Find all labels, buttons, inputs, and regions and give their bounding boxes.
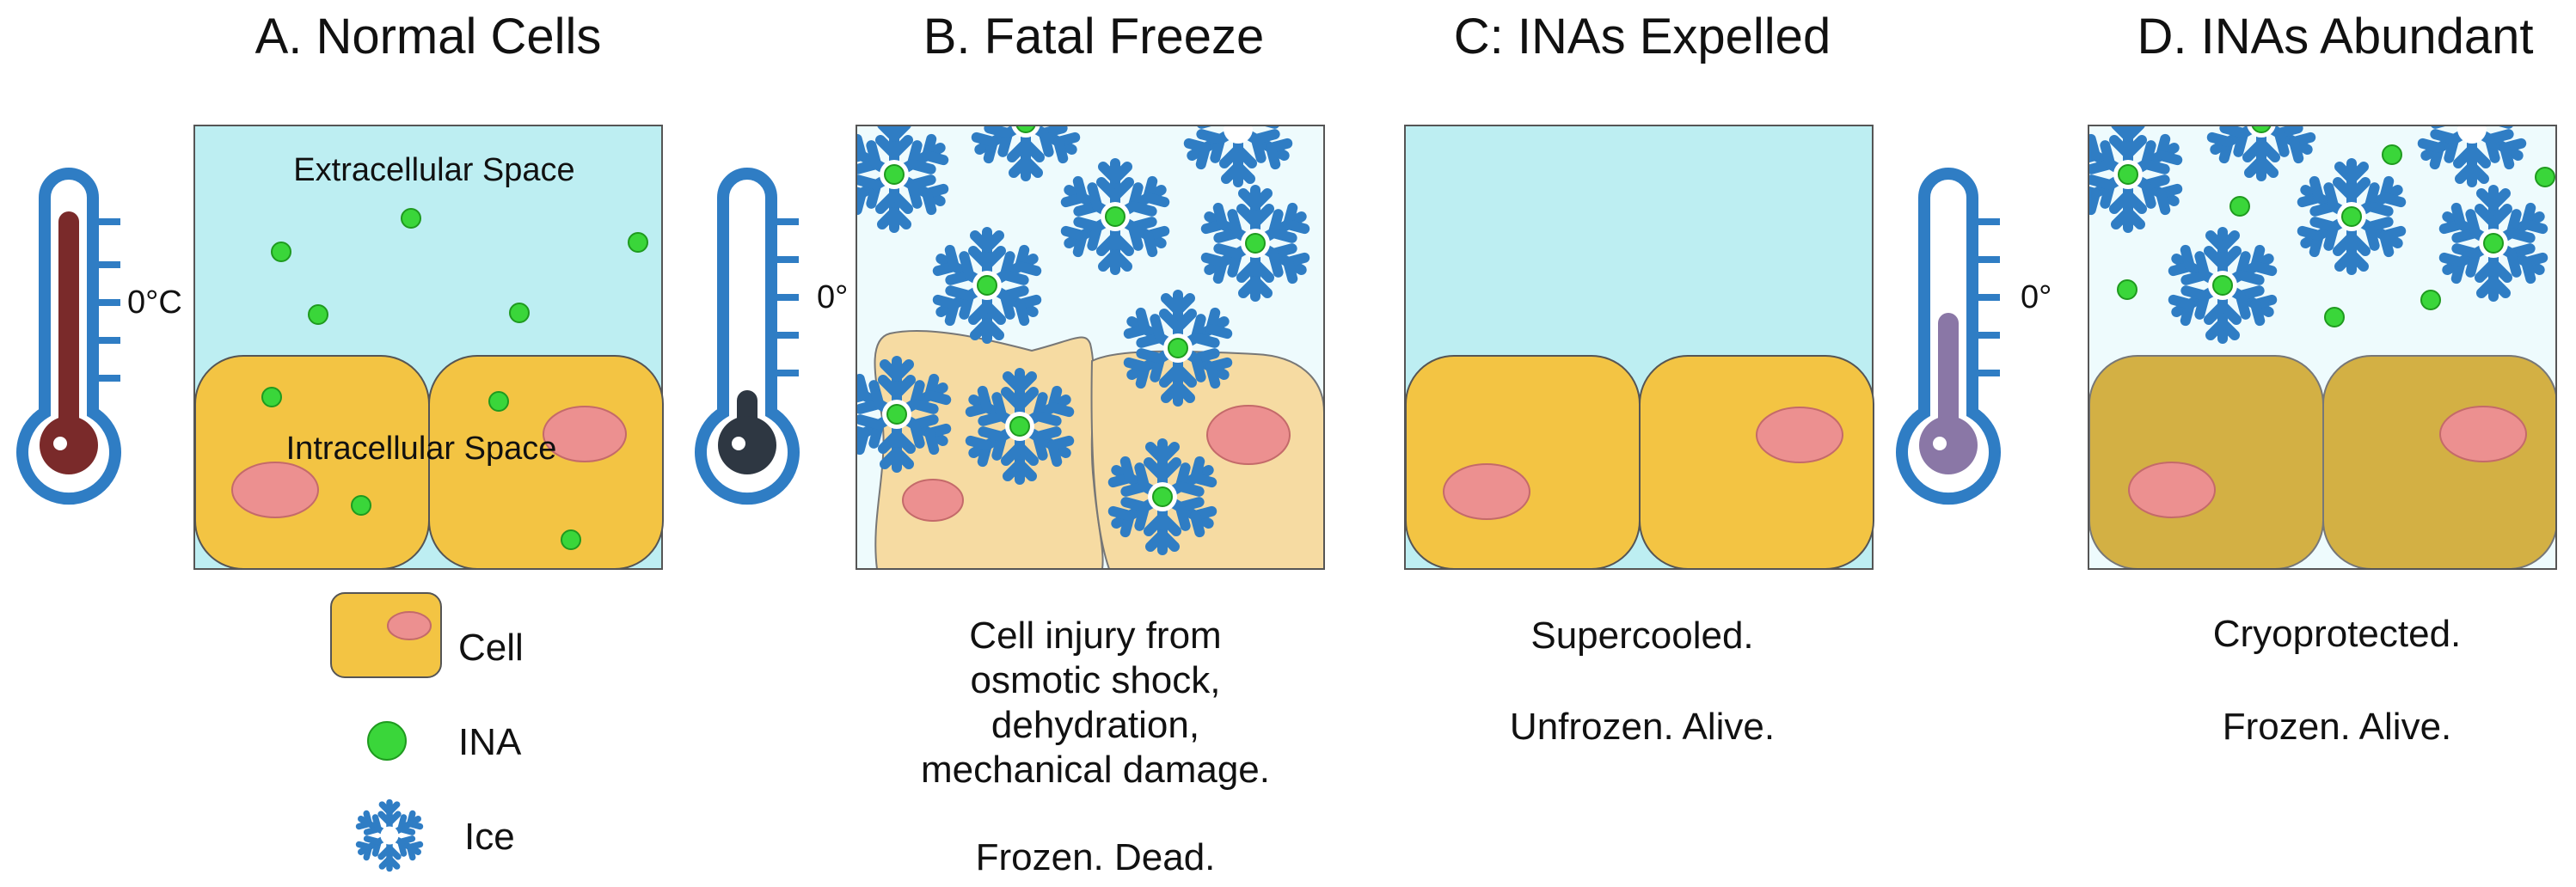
panel-b-caption-line-2: osmotic shock,	[971, 659, 1221, 701]
panel-d-title: D. INAs Abundant	[2137, 9, 2533, 64]
thermometer-d-fluid	[1938, 313, 1959, 442]
nucleus	[902, 479, 964, 522]
legend-ina-swatch	[367, 721, 407, 761]
cell-c-right	[1639, 355, 1874, 570]
legend-ice-label: Ice	[464, 816, 515, 858]
legend: Cell INA Ice	[330, 592, 524, 869]
panel-b-title: B. Fatal Freeze	[923, 9, 1264, 64]
nucleus	[543, 406, 627, 462]
protected-cell-d-left	[2088, 355, 2324, 569]
panel-c-title: C: INAs Expelled	[1454, 9, 1831, 64]
panel-d: D. INAs Abundant 0°	[1896, 9, 2557, 748]
panel-c: C: INAs Expelled Supercooled. Unfrozen. …	[1404, 9, 1874, 748]
legend-ice-icon	[357, 803, 423, 869]
panel-b: B. Fatal Freeze 0°	[695, 9, 1325, 878]
ina-particles-d	[2117, 125, 2555, 327]
nucleus	[1443, 463, 1530, 520]
panel-c-status: Unfrozen. Alive.	[1510, 706, 1775, 748]
thermometer-a	[16, 168, 121, 505]
panel-a-title: A. Normal Cells	[255, 9, 602, 64]
panel-a-temperature: 0°C	[127, 284, 182, 321]
thermometer-d	[1896, 168, 2001, 505]
panel-b-caption-line-3: dehydration,	[991, 704, 1199, 746]
panel-d-caption-line-1: Cryoprotected.	[2213, 613, 2462, 655]
panel-b-frame	[856, 125, 1325, 570]
ina-particles-b	[884, 125, 1266, 507]
panel-b-temperature: 0°	[817, 279, 848, 315]
panel-c-caption-line-1: Supercooled.	[1530, 615, 1753, 657]
nucleus	[231, 462, 319, 518]
panel-d-status: Frozen. Alive.	[2223, 706, 2452, 748]
panel-d-temperature: 0°	[2021, 279, 2052, 315]
intracellular-label: Intracellular Space	[286, 431, 557, 467]
cell-c-left	[1405, 355, 1641, 570]
panel-b-status: Frozen. Dead.	[976, 836, 1216, 878]
ina-particles-a	[261, 208, 648, 550]
panel-b-caption-line-4: mechanical damage.	[921, 749, 1270, 791]
nucleus	[2439, 406, 2527, 462]
panel-b-caption-line-1: Cell injury from	[969, 615, 1221, 657]
ice-icon	[972, 70, 1078, 176]
panel-d-frame	[2088, 125, 2557, 570]
nucleus	[2128, 462, 2216, 518]
thermometer-b	[695, 168, 800, 505]
ice-icon	[2208, 70, 2314, 176]
nucleus	[1206, 405, 1291, 465]
panel-a: A. Normal Cells 0°C Extracellular Space …	[16, 9, 664, 570]
legend-cell-label: Cell	[458, 627, 524, 669]
legend-ina-label: INA	[458, 721, 522, 763]
damaged-cell-b-right	[1090, 350, 1324, 569]
protected-cell-d-right	[2322, 355, 2556, 569]
nucleus	[1756, 407, 1843, 463]
extracellular-label: Extracellular Space	[293, 152, 574, 188]
thermometer-a-fluid	[58, 211, 79, 444]
